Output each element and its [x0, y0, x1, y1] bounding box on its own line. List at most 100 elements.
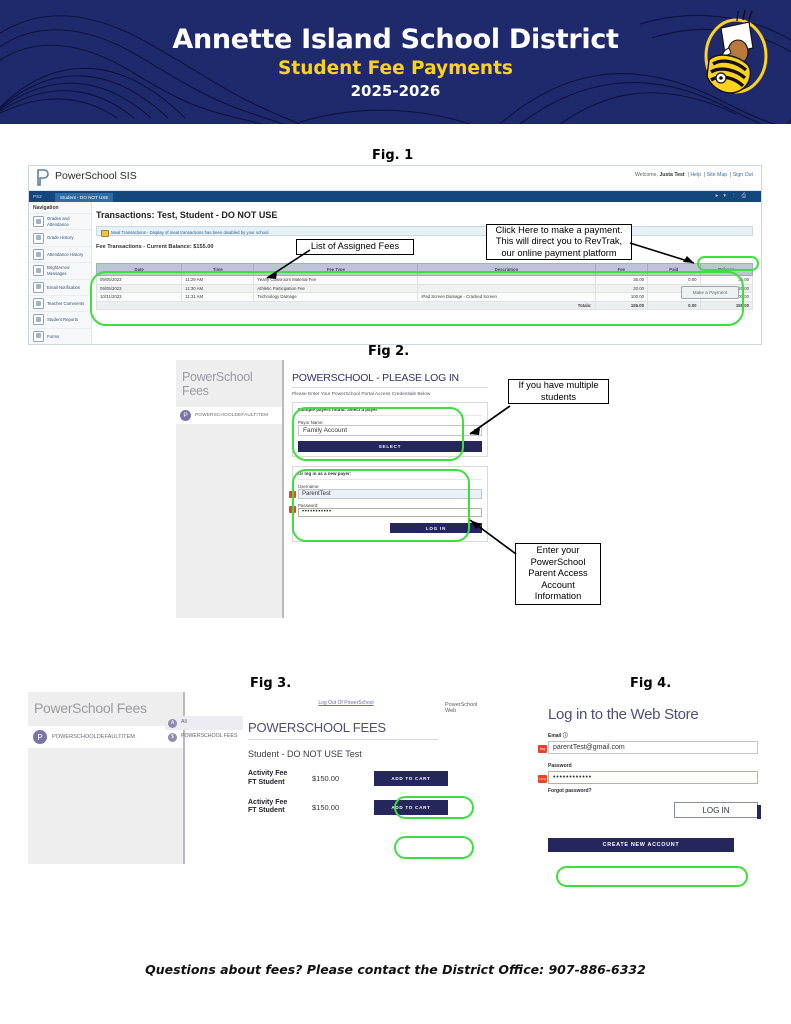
login-subheading: Please Enter Your PowerSchool Portal Acc… — [292, 392, 431, 397]
powerschool-avatar-icon: P — [180, 410, 191, 421]
highlight-ring-fee-table — [90, 271, 744, 326]
sidebar-item-brightarrow-messages[interactable]: BrightArrow Messages — [29, 262, 91, 278]
create-new-account-button[interactable]: CREATE NEW ACCOUNT — [548, 838, 734, 852]
page-header-banner: Annette Island School District Student F… — [0, 0, 791, 124]
sidebar-item-forms[interactable]: Forms — [29, 327, 91, 344]
arrow-to-fee-table — [266, 249, 311, 279]
heading-divider — [248, 739, 438, 740]
fees-left-panel: PowerSchool Fees P POWERSCHOOLDEFAULTITE… — [176, 360, 284, 618]
fees-panel-title: PowerSchool Fees — [34, 700, 147, 716]
sidebar-item-grade-history[interactable]: Grade History — [29, 229, 91, 245]
web-store-heading: Log in to the Web Store — [548, 706, 699, 723]
forms-icon — [33, 330, 44, 342]
callout-multiple-students: If you have multiple students — [508, 379, 609, 404]
grades-icon — [33, 216, 44, 228]
fee-name-line2: FT Student — [248, 778, 285, 786]
heading-divider — [292, 387, 488, 388]
attendance-icon — [33, 248, 44, 260]
fees-panel-item-label: POWERSCHOOLDEFAULTITEM — [52, 734, 135, 740]
grade-history-icon — [33, 232, 44, 244]
fees-left-panel: PowerSchool Fees P POWERSCHOOLDEFAULTITE… — [28, 692, 185, 864]
nav-item-all[interactable]: A All — [165, 716, 243, 730]
fee-name-line2: FT Student — [248, 807, 285, 815]
add-to-cart-button[interactable]: ADD TO CART — [374, 799, 448, 815]
password-input[interactable]: ••••••••••• — [298, 507, 482, 517]
required-field-icon-email: req — [538, 744, 547, 753]
sidebar-label: Grades and Attendance — [47, 216, 70, 227]
info-icon[interactable]: ⓘ — [562, 733, 568, 739]
make-a-payment-button[interactable]: Make a Payment — [681, 286, 739, 299]
callout-enter-credentials: Enter your PowerSchool Parent Access Acc… — [515, 543, 601, 605]
login-heading: POWERSCHOOL - PLEASE LOG IN — [292, 372, 459, 384]
sidebar-label: Email Notification — [47, 284, 81, 290]
student-name: Student - DO NOT USE Test — [248, 749, 362, 759]
password-value: •••••••••••• — [553, 774, 593, 781]
fee-list-item: Activity Fee FT Student $150.00 ADD TO C… — [248, 799, 488, 817]
highlight-ring-add-to-cart-2 — [394, 836, 474, 859]
fee-name: Activity Fee FT Student — [248, 799, 312, 817]
figure-2-powerschool-login-screenshot: PowerSchool Fees P POWERSCHOOLDEFAULTITE… — [176, 360, 496, 618]
comments-icon — [33, 298, 44, 310]
powerschool-avatar-icon: P — [33, 730, 47, 744]
highlight-ring-add-to-cart-1 — [394, 796, 474, 819]
sidebar-item-student-reports[interactable]: Student Reports — [29, 311, 91, 327]
log-out-link[interactable]: Log Out Of PowerSchool — [318, 700, 374, 706]
fees-panel-item[interactable]: P POWERSCHOOLDEFAULTITEM — [28, 726, 183, 748]
sign-out-link[interactable]: Sign Out — [732, 172, 753, 178]
ps-toolbar-icons[interactable]: ▸▾⋮⎙ — [715, 193, 751, 199]
figure-1-caption: Fig. 1 — [372, 148, 414, 163]
table-row: 09/05/2023 11:30 AM Athletic Participati… — [95, 283, 753, 293]
fees-panel-item[interactable]: P POWERSCHOOLDEFAULTITEM — [176, 407, 282, 424]
fee-name-line1: Activity Fee — [248, 770, 288, 777]
add-to-cart-button[interactable]: ADD TO CART — [374, 771, 448, 787]
sidebar-item-email-notification[interactable]: Email Notification — [29, 278, 91, 295]
nav-item-fees-label: POWERSCHOOL FEES — [181, 733, 238, 740]
payer-card-title: Multiple payers found. Select a payer: — [298, 407, 482, 416]
footer-contact-note: Questions about fees? Please contact the… — [145, 962, 646, 977]
forgot-password-link[interactable]: Forgot password? — [548, 788, 592, 794]
password-field[interactable]: req •••••••••••• — [538, 771, 758, 784]
current-balance-line: Fee Transactions - Current Balance: $155… — [96, 244, 214, 250]
select-button[interactable]: SELECT — [298, 441, 482, 452]
reports-icon — [33, 314, 44, 326]
sidebar-item-teacher-comments[interactable]: Teacher Comments — [29, 294, 91, 311]
log-in-button[interactable]: LOG IN — [390, 523, 482, 533]
navigation-heading: Navigation — [33, 205, 59, 211]
email-icon — [33, 281, 44, 293]
powerschool-web-label: PowerSchool Web — [445, 702, 478, 714]
table-totals-row: Totals: 155.00 0.00 155.00 — [96, 300, 753, 310]
email-label: Email ⓘ — [548, 732, 758, 739]
meal-transactions-banner: Meal Transactions - Display of meal tran… — [96, 226, 753, 238]
district-logo — [704, 9, 768, 94]
log-in-button[interactable]: LOG IN — [674, 802, 761, 819]
payer-name-label: Payor Name: — [298, 420, 324, 425]
new-payer-title: Or log in as a new payer: — [298, 471, 482, 480]
tab-student-do-not-use[interactable]: Student - DO NOT USE — [55, 192, 114, 202]
district-title: Annette Island School District — [172, 23, 619, 55]
welcome-prefix: Welcome, — [634, 172, 658, 178]
banner-school-year: 2025-2026 — [350, 81, 441, 100]
sidebar-label: Forms — [47, 333, 60, 339]
sidebar-item-attendance-history[interactable]: Attendance History — [29, 245, 91, 262]
sidebar-item-grades-and-attendance[interactable]: Grades and Attendance — [29, 213, 91, 229]
fees-heading: POWERSCHOOL FEES — [248, 720, 386, 735]
sidebar-label: Attendance History — [47, 251, 84, 257]
ps-welcome-area: Welcome, Justa Test | Help | Site Map | … — [634, 172, 753, 178]
help-link[interactable]: Help — [690, 172, 701, 178]
email-field[interactable]: req parentTest@gmail.com — [538, 741, 758, 754]
fee-price: $150.00 — [312, 802, 340, 812]
required-field-icon-password: req — [538, 774, 547, 783]
arrow-to-make-payment — [629, 242, 695, 264]
tab-ps2[interactable]: PS2 — [33, 193, 42, 199]
fees-main-area: Log Out Of PowerSchool POWERSCHOOL FEES … — [248, 700, 488, 816]
email-label-text: Email — [548, 733, 562, 739]
site-map-link[interactable]: Site Map — [706, 172, 728, 178]
totals-paid: 0.00 — [647, 300, 701, 310]
nav-item-powerschool-fees[interactable]: $ POWERSCHOOL FEES — [165, 730, 243, 744]
sidebar-label: Grade History — [47, 235, 74, 241]
figure-3-caption: Fig 3. — [250, 676, 292, 691]
fee-list-item: Activity Fee FT Student $150.00 ADD TO C… — [248, 770, 488, 788]
username-input[interactable]: ParentTest — [298, 489, 482, 499]
welcome-user: Justa Test — [659, 172, 685, 178]
sidebar-item-school-bulletin[interactable]: School Bulletin — [29, 344, 91, 345]
